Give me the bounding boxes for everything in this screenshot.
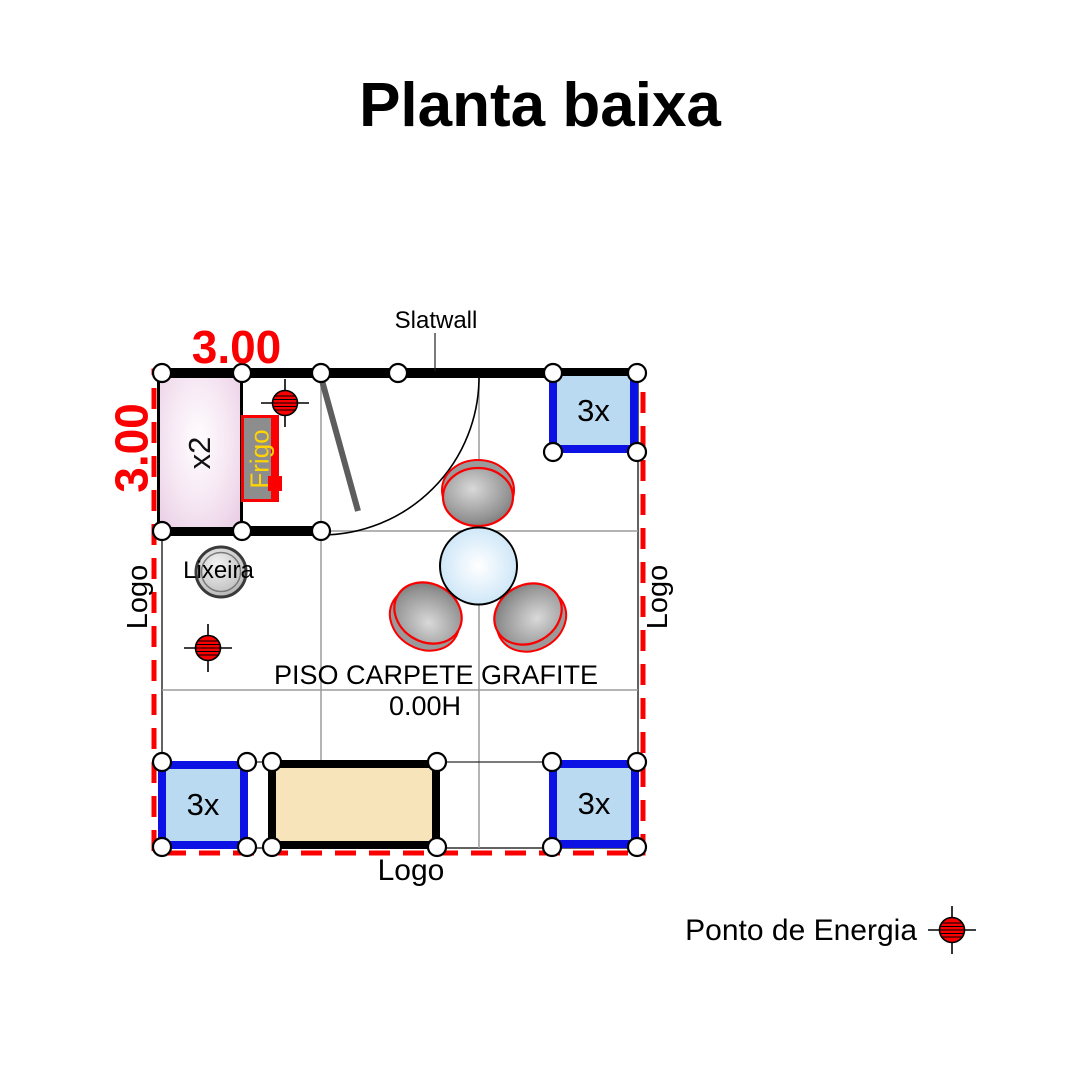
floor-height-label: 0.00H — [388, 691, 462, 721]
counter-x2: x2 — [157, 375, 243, 530]
stool-count-label: 3x — [186, 787, 220, 822]
logo-label-bottom: Logo — [377, 854, 445, 887]
logo-label-left: Logo — [122, 564, 154, 630]
dimension-left: 3.00 — [105, 403, 158, 493]
stool-count-label: 3x — [577, 392, 610, 428]
stool-count-label: 3x — [577, 786, 611, 821]
trash-label: Lixeira — [183, 557, 254, 584]
dimension-top: 3.00 — [191, 321, 282, 373]
front-counter — [268, 760, 440, 849]
floor-finish-label: PISO CARPETE GRAFITE — [274, 660, 599, 690]
slatwall-label: Slatwall — [394, 307, 478, 334]
counter-x2-label: x2 — [182, 436, 217, 469]
stool-group-bottom-right: 3x — [549, 760, 639, 848]
fridge-handle-icon — [268, 476, 282, 491]
stool-group-top-right: 3x — [549, 376, 638, 453]
stool-group-bottom-left: 3x — [158, 761, 248, 849]
page-title: Planta baixa — [359, 71, 721, 140]
logo-label-right: Logo — [642, 564, 674, 630]
legend-power-label: Ponto de Energia — [685, 914, 917, 947]
